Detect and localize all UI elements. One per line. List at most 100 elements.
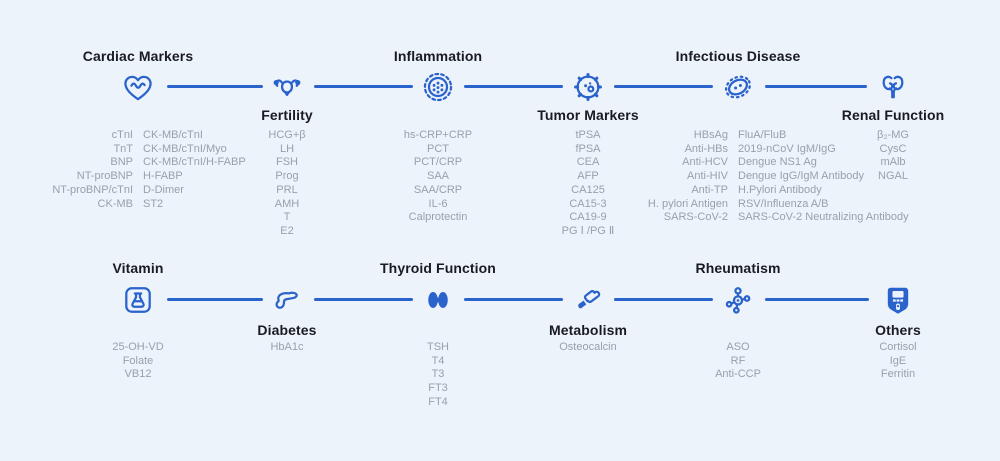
section-title: Vitamin [112, 260, 164, 276]
connector-line-segment [464, 298, 563, 301]
test-item: fPSA [575, 142, 601, 155]
test-item: FSH [276, 156, 298, 169]
test-item: NT-proBNP/cTnI [52, 183, 133, 196]
test-item: VB12 [124, 368, 152, 381]
test-item: CA125 [571, 183, 605, 196]
connector-line-segment [167, 85, 263, 88]
test-item: ASO [726, 341, 750, 353]
test-item: PG Ⅰ /PG Ⅱ [561, 224, 615, 237]
test-item: CK-MB/cTnI/H-FABP [143, 156, 246, 169]
test-item: T [283, 211, 291, 224]
test-item: Dengue NS1 Ag [738, 156, 817, 169]
test-item: PCT/CRP [413, 156, 463, 169]
test-item: ST2 [143, 197, 164, 210]
section-title: Diabetes [257, 322, 317, 338]
test-item: HBsAg [693, 129, 728, 141]
test-item: LH [279, 142, 295, 155]
kidneys-icon [874, 68, 912, 106]
test-item: CA19-9 [569, 211, 607, 224]
test-item: CK-MB/cTnI [143, 129, 203, 141]
section-title: Fertility [261, 107, 313, 123]
virus-icon [419, 68, 457, 106]
test-item: HbA1c [270, 341, 304, 353]
test-item: AFP [577, 170, 599, 183]
test-item: TSH [427, 341, 449, 353]
bone-joint-icon [569, 281, 607, 319]
test-item: Dengue IgG/IgM Antibody [738, 170, 864, 183]
section-title: Others [875, 322, 921, 338]
test-item: T4 [431, 354, 445, 367]
test-item: RF [730, 354, 746, 367]
test-item: Cortisol [879, 341, 917, 353]
test-item: H. pylori Antigen [647, 197, 728, 210]
test-item: HCG+β [268, 129, 306, 141]
test-item: hs-CRP+CRP [403, 129, 473, 141]
test-item: FluA/FluB [738, 129, 787, 141]
test-item: CK-MB/cTnI/Myo [143, 142, 227, 155]
section-title: Inflammation [393, 48, 483, 64]
connector-line-segment [167, 298, 263, 301]
connector-line-segment [614, 85, 713, 88]
test-list: Osteocalcin [458, 341, 718, 355]
test-item: tPSA [575, 129, 601, 141]
uterus-icon [268, 68, 306, 106]
section-title: Metabolism [548, 322, 627, 338]
connector-line-segment [765, 298, 869, 301]
connector-line-segment [464, 85, 563, 88]
section-metabolism: Metabolism Osteocalcin [458, 0, 718, 461]
test-item: SARS-CoV-2 [663, 211, 728, 224]
test-item: Calprotectin [408, 211, 468, 224]
section-title: Infectious Disease [675, 48, 801, 64]
test-item: SAA [426, 170, 449, 183]
test-item: CA15-3 [569, 197, 607, 210]
test-item: SAA/CRP [413, 183, 463, 196]
test-item: FT3 [428, 382, 448, 395]
pancreas-icon [268, 281, 306, 319]
test-list: HbA1c [157, 341, 417, 355]
test-item: H.Pylori Antibody [738, 183, 822, 196]
test-item: D-Dimer [143, 183, 184, 196]
test-item: E2 [280, 224, 294, 237]
test-item: FT4 [428, 395, 448, 408]
test-item: SARS-CoV-2 Neutralizing Antibody [738, 211, 909, 224]
connector-line-segment [765, 85, 867, 88]
section-title: Tumor Markers [537, 107, 639, 123]
test-item: Anti-HIV [687, 170, 728, 183]
test-item: Anti-TP [691, 183, 728, 196]
test-item: Anti-HCV [682, 156, 728, 169]
analyzer-device-icon [879, 281, 917, 319]
test-item: Anti-HBs [684, 142, 728, 155]
bacterium-icon [719, 68, 757, 106]
connector-line-segment [314, 298, 413, 301]
test-item: Anti-CCP [715, 368, 761, 381]
test-item: BNP [110, 156, 133, 169]
test-item: AMH [274, 197, 300, 210]
test-item: 25-OH-VD [112, 341, 164, 353]
heart-pulse-icon [119, 68, 157, 106]
test-item: RSV/Influenza A/B [738, 197, 829, 210]
test-item: mAlb [880, 156, 906, 169]
section-title: Cardiac Markers [82, 48, 194, 64]
test-item: IgE [889, 354, 907, 367]
connector-line-segment [314, 85, 413, 88]
